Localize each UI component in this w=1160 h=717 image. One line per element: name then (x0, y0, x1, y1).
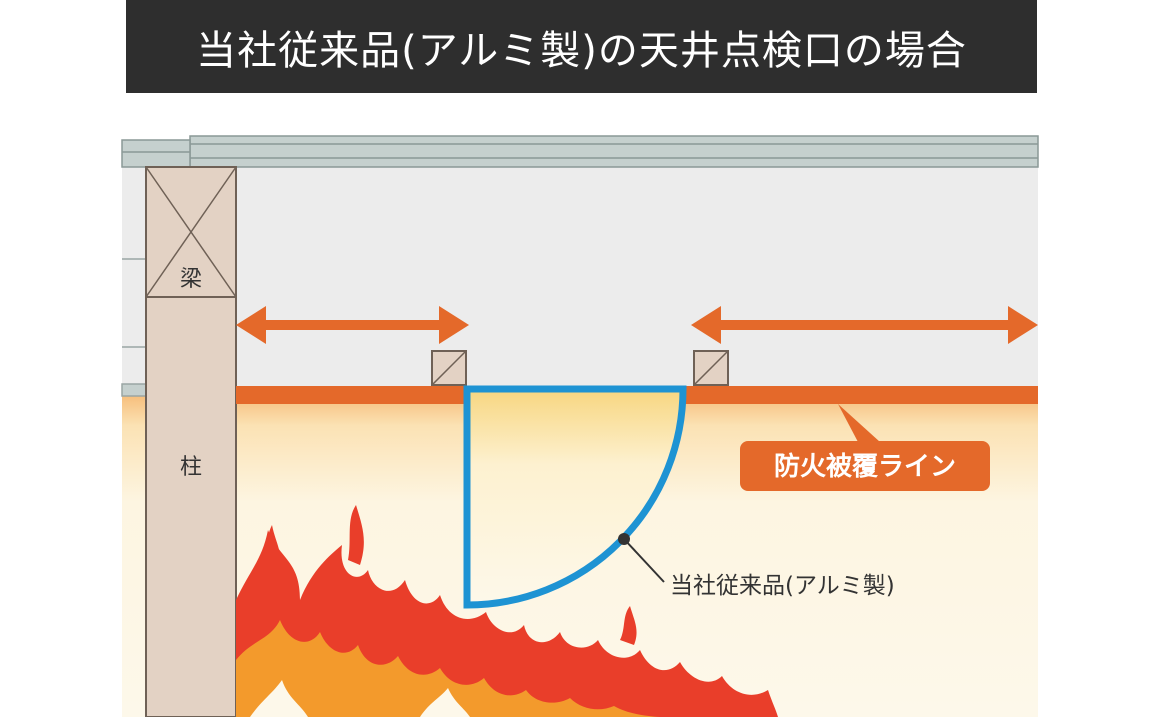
joist-left (431, 350, 467, 386)
product-leader (618, 533, 665, 583)
floor-slab (121, 135, 1039, 168)
title-bar: 当社従来品(アルミ製)の天井点検口の場合 (126, 0, 1037, 93)
page-title: 当社従来品(アルミ製)の天井点検口の場合 (196, 27, 967, 74)
fire-flames (236, 505, 778, 717)
beam-label: 梁 (180, 267, 202, 292)
span-arrow-right (691, 306, 1038, 344)
column-label: 柱 (180, 455, 202, 480)
joist-right (693, 350, 729, 386)
beam-column (145, 166, 237, 717)
hatch-opening (467, 389, 683, 605)
fire-line-label: 防火被覆ライン (774, 452, 956, 482)
fire-line-callout (740, 404, 990, 491)
ceiling-space (122, 167, 1038, 386)
span-arrow-left (236, 306, 469, 344)
left-wall-marks (121, 258, 147, 397)
product-label: 当社従来品(アルミ製) (670, 573, 895, 599)
